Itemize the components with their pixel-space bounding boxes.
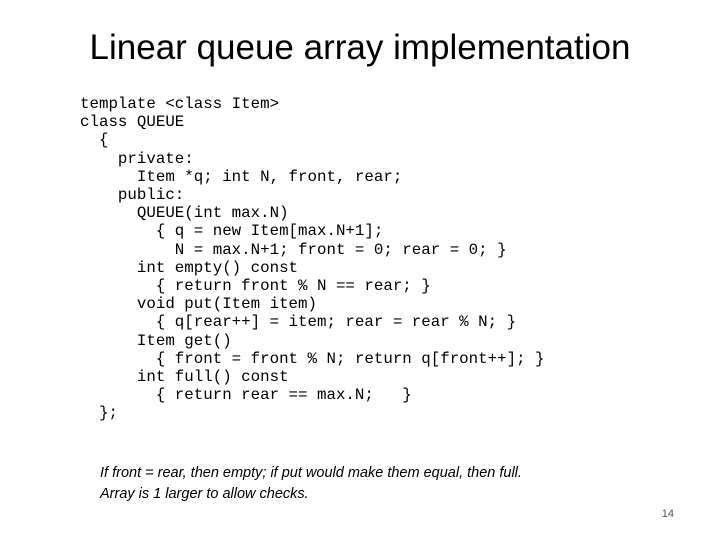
code-line: int full() const	[80, 368, 289, 387]
code-line: Item get()	[80, 331, 232, 350]
code-line: Item *q; int N, front, rear;	[80, 167, 403, 186]
code-line: { return front % N == rear; }	[80, 277, 431, 296]
code-line: template <class Item>	[80, 95, 280, 113]
code-line: };	[80, 404, 118, 423]
slide-notes: If front = rear, then empty; if put woul…	[100, 463, 522, 505]
note-line-array-size: Array is 1 larger to allow checks.	[100, 486, 309, 502]
code-line: class QUEUE	[80, 113, 185, 132]
note-line-empty-full: If front = rear, then empty; if put woul…	[100, 465, 522, 481]
code-line: int empty() const	[80, 258, 299, 277]
code-line: { q = new Item[max.N+1];	[80, 222, 384, 241]
code-line: { q[rear++] = item; rear = rear % N; }	[80, 313, 517, 332]
code-line: {	[80, 131, 109, 150]
code-line: { return rear == max.N; }	[80, 386, 412, 405]
slide-title: Linear queue array implementation	[89, 28, 631, 67]
code-line: QUEUE(int max.N)	[80, 204, 289, 223]
code-line: private:	[80, 149, 194, 168]
code-block: template <class Item> class QUEUE { priv…	[80, 95, 545, 423]
code-line: { front = front % N; return q[front++]; …	[80, 349, 545, 368]
code-line: N = max.N+1; front = 0; rear = 0; }	[80, 240, 507, 259]
code-line: public:	[80, 186, 185, 205]
code-line: void put(Item item)	[80, 295, 317, 314]
page-number: 14	[661, 508, 674, 520]
